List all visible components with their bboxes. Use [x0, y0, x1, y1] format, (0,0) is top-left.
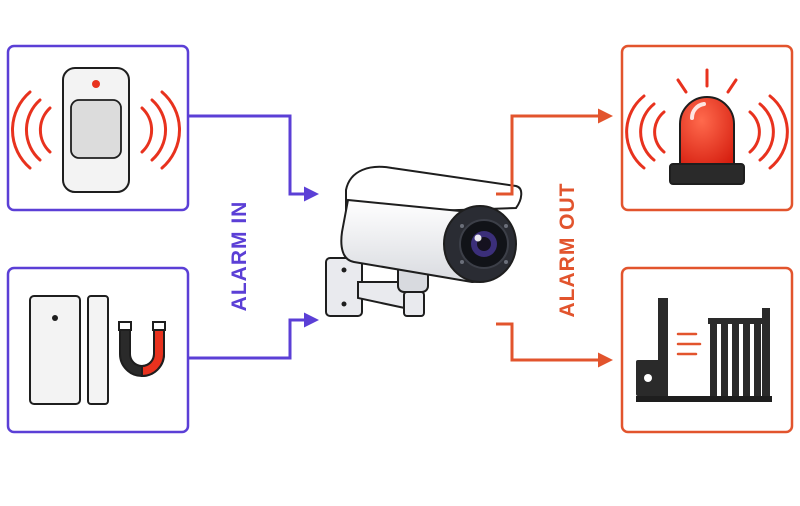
- bullet-camera-icon: [325, 165, 523, 317]
- input-box-door-contact: [6, 266, 190, 434]
- magnet-icon: [118, 321, 166, 378]
- output-line-gate: [496, 322, 613, 368]
- output-box-gate: [620, 266, 794, 434]
- alarm-in-label: ALARM IN: [228, 201, 251, 312]
- motion-sensor-icon: [11, 67, 181, 193]
- input-line-door-contact: [188, 312, 319, 360]
- input-line-motion-sensor: [188, 114, 319, 202]
- siren-light-icon: [625, 68, 789, 185]
- output-line-siren: [496, 108, 613, 196]
- alarm-out-label: ALARM OUT: [556, 183, 579, 318]
- input-box-motion-sensor: [6, 44, 190, 212]
- magnetic-contact-icon: [29, 295, 109, 405]
- output-box-siren: [620, 44, 794, 212]
- gate-opener-icon: [636, 298, 772, 402]
